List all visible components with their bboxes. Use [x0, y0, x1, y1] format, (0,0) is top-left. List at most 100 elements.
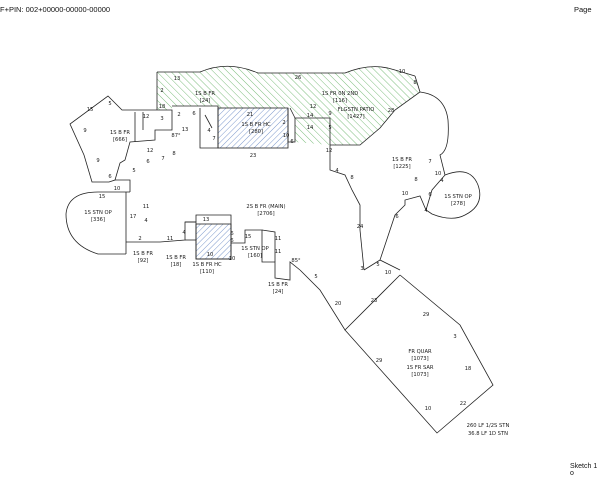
area-label: [110] — [200, 269, 214, 275]
area-label: [1225] — [393, 164, 410, 170]
dimension-label: 10 — [283, 133, 290, 139]
area-label: [2706] — [257, 211, 274, 217]
dimension-label: 15 — [99, 194, 106, 200]
dimension-label: 8 — [413, 80, 416, 86]
area-label: FR QUAR — [408, 349, 432, 355]
area-label: [666] — [113, 137, 127, 143]
dimension-label: 29 — [376, 358, 383, 364]
dimension-label: 6 — [395, 214, 398, 220]
angle-label: 85° — [291, 258, 301, 264]
area-label: 1S B FR — [392, 157, 412, 163]
dimension-label: 6 — [428, 192, 431, 198]
area-label: [280] — [249, 129, 263, 135]
dimension-label: 28 — [388, 108, 395, 114]
area-label: 1S STN OP — [84, 210, 111, 216]
area-label: 1S STN OP — [241, 246, 268, 252]
dimension-label: 10 — [385, 270, 392, 276]
dimension-label: 4 — [207, 128, 211, 134]
dimension-label: 2 — [282, 120, 285, 126]
dimension-label: 11 — [167, 236, 174, 242]
dimension-label: 11 — [275, 249, 282, 255]
dimension-label: 11 — [275, 236, 282, 242]
dimension-label: 5 — [132, 168, 135, 174]
lower-hc-hatched-area — [195, 223, 232, 260]
area-label: 2S B FR (MAIN) — [246, 204, 285, 210]
dimension-label: 24 — [357, 224, 364, 230]
area-label: [1427] — [347, 114, 364, 120]
dimension-label: 4 — [182, 230, 186, 236]
dimension-label: 15 — [245, 234, 252, 240]
dimension-label: 4 — [144, 218, 148, 224]
area-label: [18] — [171, 262, 182, 268]
dimension-label: 12 — [147, 148, 154, 154]
dimension-label: 14 — [307, 125, 314, 131]
area-label: FLGSTN PATIO — [338, 107, 375, 113]
dimension-label: 6 — [192, 111, 195, 117]
dimension-label: 10 — [425, 406, 432, 412]
dimension-label: 2 — [177, 112, 180, 118]
dimension-label: 8 — [172, 151, 175, 157]
dimension-labels: 13 26 10 8 2 3 18 12 15 9 5 6 13 2 7 4 2… — [83, 69, 471, 412]
building-outline — [65, 65, 494, 434]
dimension-label: 23 — [371, 298, 378, 304]
dimension-label: 6 — [108, 174, 111, 180]
area-label: [336] — [91, 217, 105, 223]
dimension-label: 3 — [453, 334, 456, 340]
area-label: [1073] — [411, 372, 428, 378]
dimension-label: 10 — [402, 191, 409, 197]
family-room-hc-hatched-area — [217, 107, 289, 149]
area-label: 1S FR 0N 2ND — [322, 91, 359, 97]
dimension-label: 6 — [230, 238, 233, 244]
area-label: [1073] — [411, 356, 428, 362]
dimension-label: 10 — [114, 186, 121, 192]
note-label: 260 LF 1/2S STN — [467, 423, 510, 429]
dimension-label: 7 — [212, 136, 215, 142]
dimension-label: 13 — [182, 127, 189, 133]
sketch-label: Sketch 1 o — [570, 463, 598, 477]
dimension-label: 3 — [360, 266, 363, 272]
page-label: Page — [574, 5, 592, 14]
area-label: [160] — [248, 253, 262, 259]
dimension-label: 10 — [399, 69, 406, 75]
area-label: 1S STN OP — [444, 194, 471, 200]
dimension-label: 7 — [428, 159, 431, 165]
area-label: 1S FR SAR — [406, 365, 433, 371]
dimension-label: 4 — [440, 178, 444, 184]
dimension-label: 13 — [203, 217, 210, 223]
dimension-label: 29 — [423, 312, 430, 318]
dimension-label: 26 — [295, 75, 302, 81]
dimension-label: 12 — [310, 104, 317, 110]
dimension-label: 17 — [130, 214, 137, 220]
dimension-label: 6 — [230, 231, 233, 237]
dimension-label: 18 — [465, 366, 472, 372]
dimension-label: 12 — [143, 114, 150, 120]
dimension-label: 5 — [376, 262, 379, 268]
dimension-label: 10 — [435, 171, 442, 177]
patio-hatched-area — [157, 66, 420, 145]
area-label: [24] — [200, 98, 211, 104]
area-label: 1S B FR — [268, 282, 288, 288]
dimension-label: 8 — [414, 177, 417, 183]
area-label: [24] — [273, 289, 284, 295]
dimension-label: 9 — [328, 111, 331, 117]
dimension-label: 5 — [314, 274, 317, 280]
dimension-label: 9 — [96, 158, 99, 164]
dimension-label: 18 — [159, 104, 166, 110]
dimension-label: 22 — [460, 401, 467, 407]
note-label: 36.8 LF 1D STN — [468, 431, 508, 437]
area-label: [116] — [333, 98, 347, 104]
area-label: [278] — [451, 201, 465, 207]
parcel-id-label: F+PIN: 002+00000-00000-00000 — [0, 5, 111, 14]
area-labels: 1S FR 0N 2ND [116] FLGSTN PATIO [1427] 1… — [84, 91, 509, 437]
dimension-label: 6 — [290, 139, 293, 145]
dimension-label: 5 — [108, 101, 111, 107]
dimension-label: 2 — [138, 236, 141, 242]
dimension-label: 5 — [328, 125, 331, 131]
dimension-label: 10 — [207, 252, 214, 258]
dimension-label: 4 — [424, 208, 428, 214]
area-label: 1S B FR HC — [192, 262, 222, 268]
dimension-label: 4 — [335, 168, 339, 174]
area-label: 1S B FR HC — [241, 122, 271, 128]
dimension-label: 9 — [83, 128, 86, 134]
